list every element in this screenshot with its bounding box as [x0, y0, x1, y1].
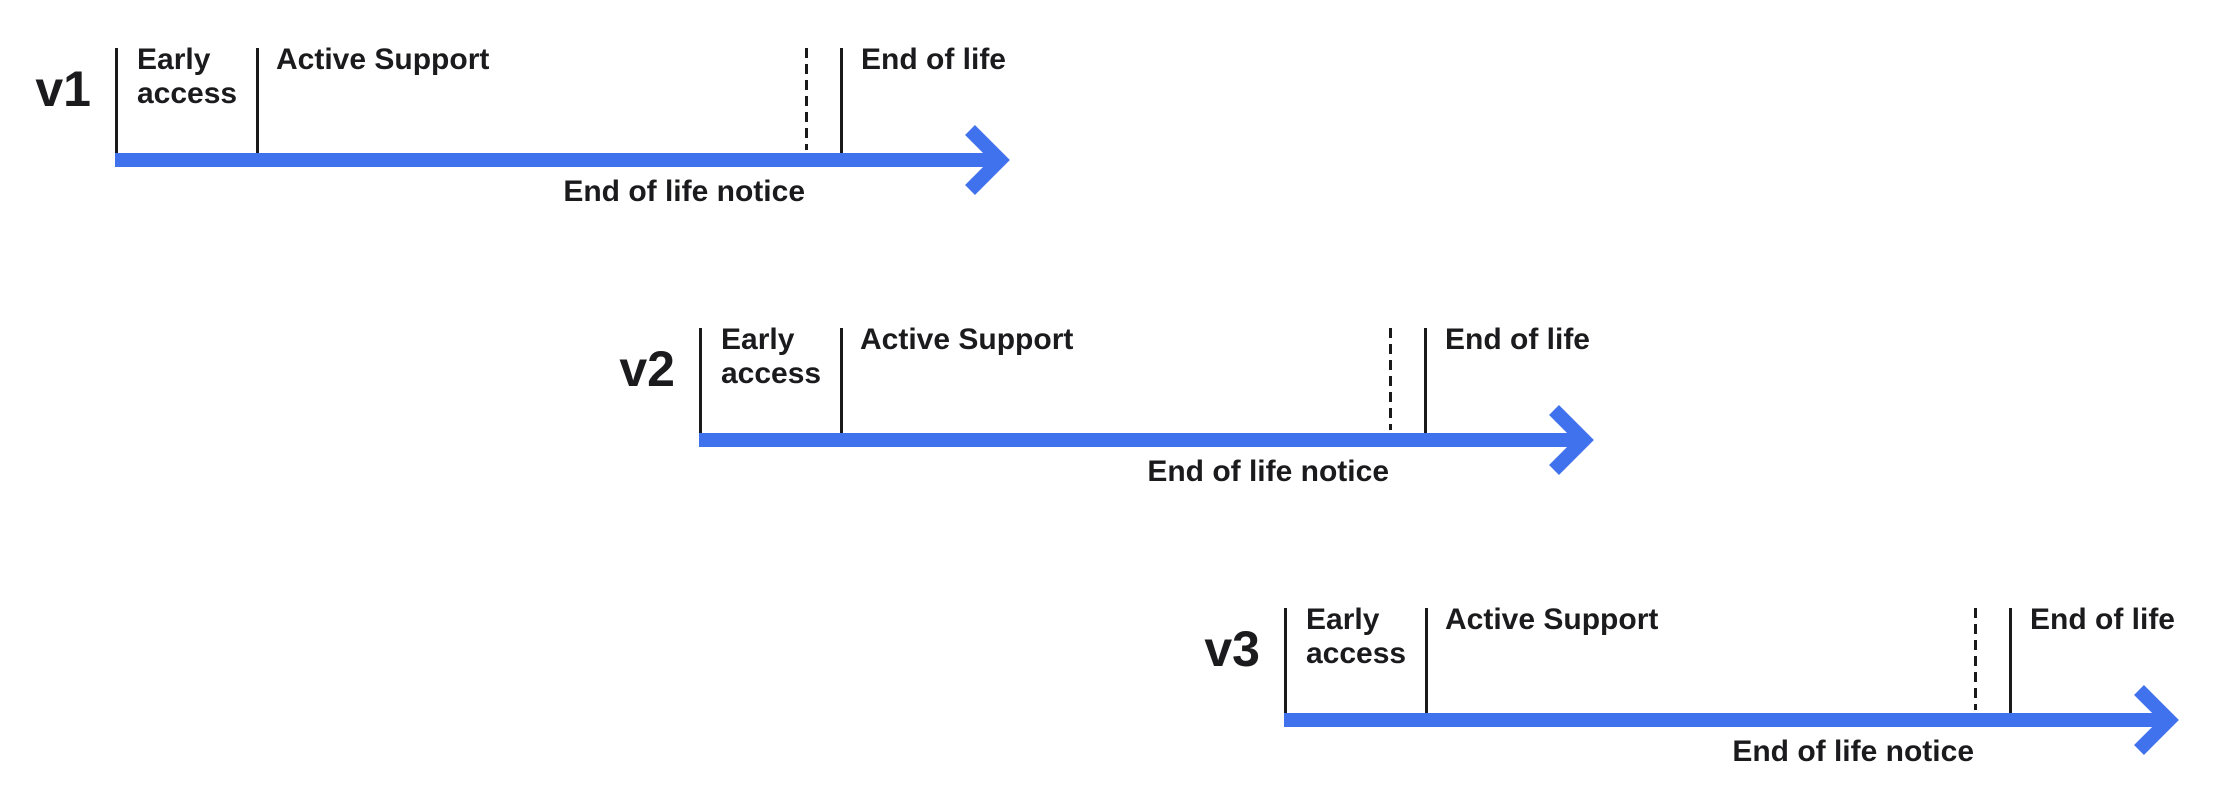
timeline-arrow	[699, 405, 1594, 475]
phase-label-end-of-life: End of life	[2030, 603, 2175, 636]
eol-notice-label: End of life notice	[563, 175, 805, 208]
timeline-arrowhead	[1549, 405, 1594, 475]
tick-early-access-end	[1425, 608, 1428, 713]
phase-label-early-access: Early access	[721, 323, 822, 390]
phase-label-end-of-life: End of life	[1445, 323, 1590, 356]
timeline-arrow	[1284, 685, 2179, 755]
timeline-row-v3: v3 Early access Active Support End of li…	[1204, 603, 2226, 812]
phase-label-early-access: Early access	[137, 43, 238, 110]
timeline-arrow	[115, 125, 1010, 195]
tick-eol-notice-dashed	[805, 48, 808, 150]
phase-label-end-of-life: End of life	[861, 43, 1006, 76]
version-label: v1	[35, 61, 91, 117]
phase-label-active-support: Active Support	[276, 43, 490, 76]
timeline-arrowhead	[2134, 685, 2179, 755]
eol-notice-label: End of life notice	[1147, 455, 1389, 488]
timeline-arrowhead	[965, 125, 1010, 195]
timeline-row-v1: v1 Early access Active Support End of li…	[35, 43, 1057, 268]
tick-early-access-end	[256, 48, 259, 153]
version-label: v3	[1204, 621, 1260, 677]
tick-end-of-life	[2009, 608, 2012, 713]
phase-label-early-access: Early access	[1306, 603, 1407, 670]
phase-label-active-support: Active Support	[1445, 603, 1659, 636]
tick-start	[699, 328, 702, 433]
eol-notice-label: End of life notice	[1732, 735, 1974, 768]
timeline-row-v2: v2 Early access Active Support End of li…	[619, 323, 1641, 548]
tick-start	[115, 48, 118, 153]
tick-eol-notice-dashed	[1389, 328, 1392, 430]
version-label: v2	[619, 341, 675, 397]
tick-eol-notice-dashed	[1974, 608, 1977, 710]
phase-label-active-support: Active Support	[860, 323, 1074, 356]
tick-start	[1284, 608, 1287, 713]
tick-end-of-life	[1424, 328, 1427, 433]
tick-end-of-life	[840, 48, 843, 153]
tick-early-access-end	[840, 328, 843, 433]
